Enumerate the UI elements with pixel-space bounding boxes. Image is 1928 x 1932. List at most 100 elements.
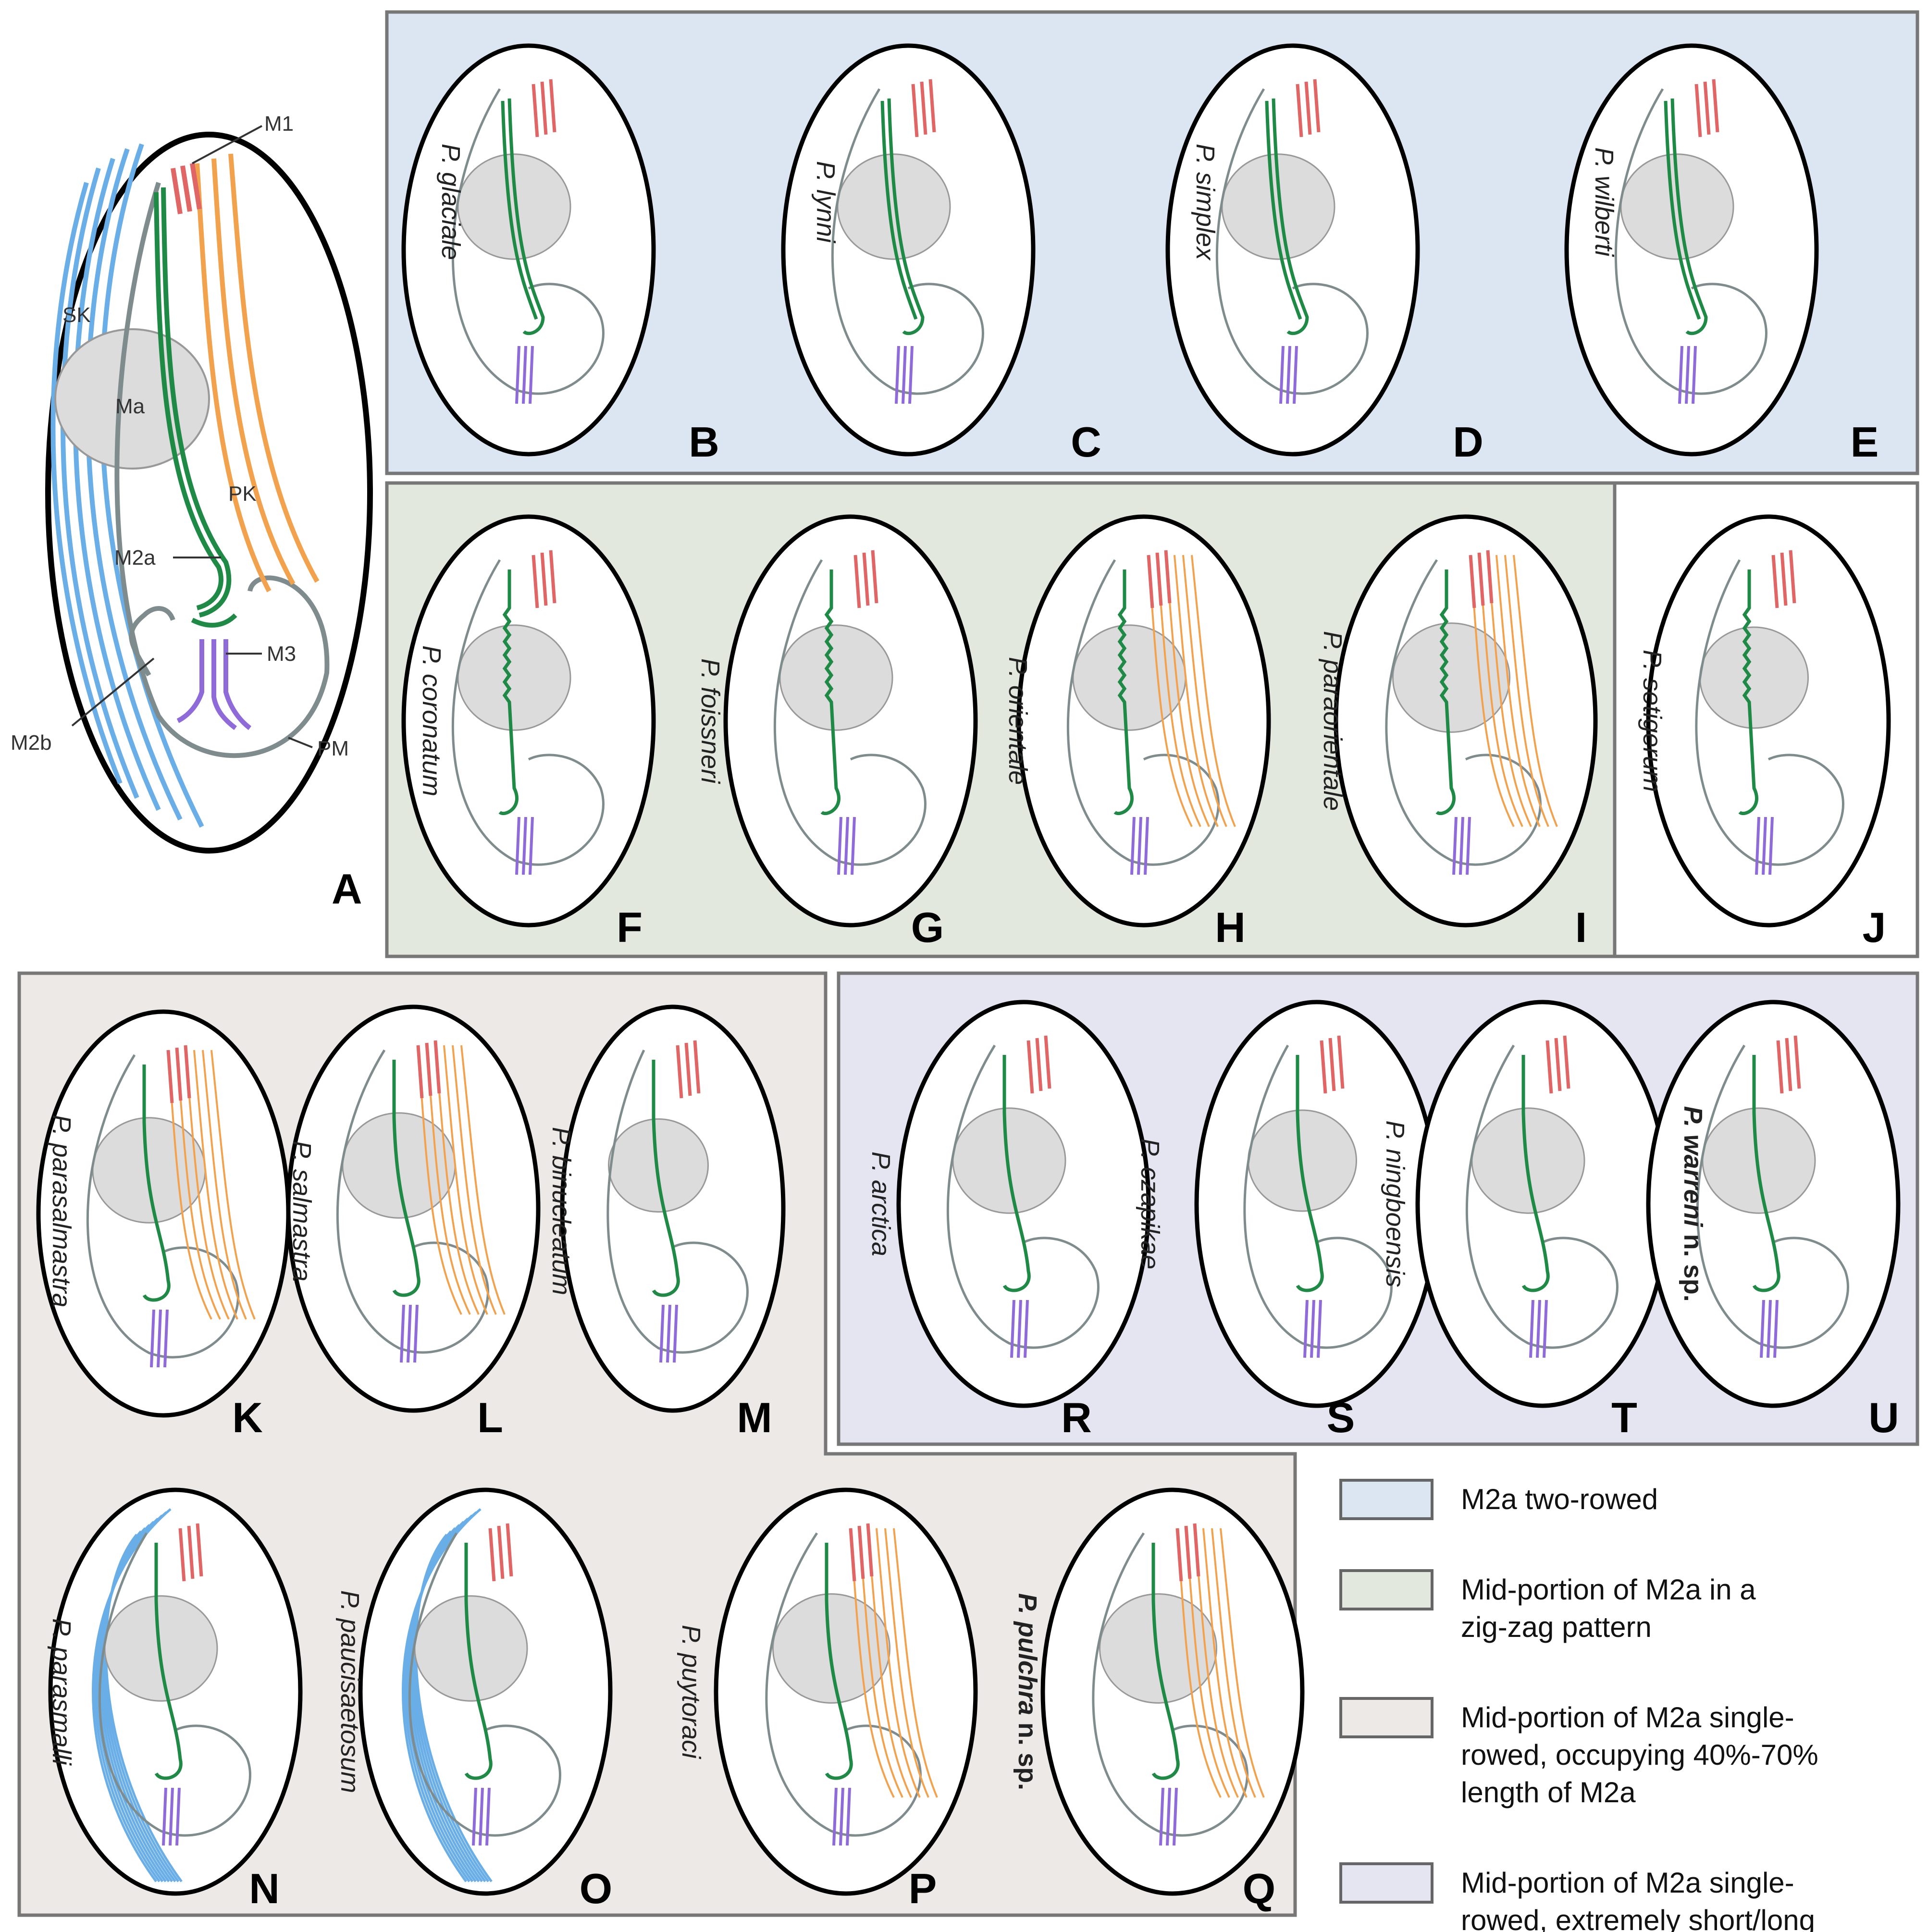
macronucleus bbox=[92, 1117, 206, 1224]
pk-kinety bbox=[426, 1045, 471, 1315]
pk-kinety bbox=[452, 1045, 497, 1315]
species-name-italic: P. simplex bbox=[1191, 144, 1220, 261]
m3-membranelle bbox=[479, 1787, 484, 1846]
panel-letter: T bbox=[1611, 1394, 1637, 1441]
m1-membranelle bbox=[1776, 1035, 1801, 1094]
m3-membranelle bbox=[1773, 1300, 1779, 1358]
species-name-italic: P. puytoraci bbox=[677, 1625, 705, 1759]
panel-letter: F bbox=[617, 904, 643, 951]
m3-membranelle bbox=[1317, 1300, 1322, 1358]
pk-kinety bbox=[1176, 1528, 1222, 1798]
panel-letter: M bbox=[737, 1394, 772, 1441]
m2a-membranelle bbox=[652, 1060, 680, 1297]
m3-membranelle bbox=[1678, 346, 1683, 404]
m3-membranelle bbox=[407, 1304, 412, 1363]
pm-line bbox=[87, 1054, 239, 1359]
pk-kinety bbox=[1513, 555, 1558, 827]
m2a-membranelle bbox=[498, 570, 519, 816]
panel-letter: B bbox=[689, 418, 719, 466]
m1-membranelle bbox=[849, 1523, 874, 1582]
m3-membranelle bbox=[1017, 1300, 1022, 1358]
pm-line bbox=[831, 88, 984, 395]
species-name-italic: P. orientale bbox=[1003, 657, 1032, 785]
m3-membranelle bbox=[1024, 1300, 1029, 1358]
panel-letter: K bbox=[232, 1394, 263, 1441]
pm-line bbox=[1696, 1044, 1849, 1349]
m3-membranelle bbox=[1768, 817, 1774, 875]
pm-line bbox=[1695, 559, 1844, 866]
m2a-membranelle bbox=[1738, 570, 1758, 816]
label-pm: PM bbox=[317, 737, 349, 760]
leader-pm bbox=[288, 737, 313, 748]
m3-membranelle bbox=[902, 346, 907, 404]
species-name: P. simplex bbox=[1191, 144, 1220, 261]
species-name: P. glaciale bbox=[436, 144, 465, 260]
legend-label: length of M2a bbox=[1461, 1776, 1636, 1808]
m2a-membranelle bbox=[191, 613, 237, 628]
pk-kinety bbox=[202, 1050, 247, 1320]
species-name-italic: P. parasmalli bbox=[47, 1618, 76, 1766]
m3-membranelle bbox=[1173, 1787, 1178, 1846]
panel-letter: J bbox=[1863, 904, 1886, 951]
m3-membranelle bbox=[1452, 817, 1458, 875]
species-name: P. orientale bbox=[1003, 657, 1032, 785]
m3-membranelle bbox=[1466, 817, 1471, 875]
pm-line bbox=[336, 1049, 489, 1354]
species-name: P. parasmalli bbox=[47, 1618, 76, 1766]
pm-line bbox=[114, 182, 330, 758]
pk-kinety bbox=[1220, 1528, 1265, 1798]
m1-membranelle bbox=[676, 1040, 701, 1099]
label-m1: M1 bbox=[264, 112, 294, 136]
pk-kinety bbox=[417, 1045, 462, 1315]
label-m3: M3 bbox=[267, 642, 296, 666]
pm-line bbox=[1092, 1532, 1248, 1837]
m3-membranelle bbox=[485, 1787, 491, 1846]
m2a-membranelle bbox=[1670, 98, 1708, 335]
m1-membranelle bbox=[416, 1040, 441, 1099]
m3-membranelle bbox=[176, 639, 204, 723]
panel-A-schematic: M1 SK Ma PK M2a M3 M2b PM A bbox=[11, 112, 373, 913]
pk-kinety bbox=[193, 1050, 238, 1320]
panel-letter: D bbox=[1453, 418, 1483, 466]
m2a-membranelle bbox=[1752, 1055, 1780, 1292]
pk-kinety bbox=[1174, 555, 1219, 827]
m1-membranelle bbox=[1320, 1035, 1345, 1094]
m1-membranelle bbox=[1026, 1035, 1051, 1094]
m2b-line bbox=[129, 606, 175, 677]
species-name: P. ningboensis bbox=[1381, 1120, 1409, 1287]
legend-label: Mid-portion of M2a single- bbox=[1461, 1867, 1794, 1899]
legend-item: M2a two-rowed bbox=[1339, 1479, 1658, 1520]
species-name: P. binucleatum bbox=[547, 1127, 576, 1295]
species-name-italic: P. warreni bbox=[1679, 1106, 1707, 1227]
m2a-membranelle bbox=[464, 1543, 493, 1780]
m2a-membranelle bbox=[820, 570, 840, 816]
pk-kinety bbox=[858, 1528, 903, 1798]
species-name: P. warreni n. sp. bbox=[1679, 1106, 1707, 1301]
species-name-italic: P. ningboensis bbox=[1381, 1120, 1409, 1287]
pk-kinety bbox=[893, 1528, 938, 1798]
macronucleus bbox=[952, 1107, 1066, 1214]
panel-letter: S bbox=[1327, 1394, 1355, 1441]
species-name: P. arctica bbox=[866, 1152, 895, 1256]
pk-kinety bbox=[228, 153, 320, 583]
species-name: P. wilberti bbox=[1590, 147, 1619, 257]
m3-membranelle bbox=[673, 1304, 678, 1363]
m3-membranelle bbox=[522, 346, 527, 404]
m2a-membranelle bbox=[501, 100, 538, 320]
m3-membranelle bbox=[169, 1787, 174, 1846]
panel-letter: L bbox=[477, 1394, 503, 1441]
legend-item: Mid-portion of M2a single-rowed, extreme… bbox=[1339, 1862, 1815, 1932]
m3-membranelle bbox=[157, 1309, 162, 1368]
legend-swatch bbox=[1339, 1862, 1434, 1904]
label-m2a: M2a bbox=[114, 546, 156, 570]
m2a-membranelle bbox=[887, 98, 925, 335]
pm-line bbox=[765, 1532, 922, 1837]
legend-swatch bbox=[1339, 1479, 1434, 1520]
